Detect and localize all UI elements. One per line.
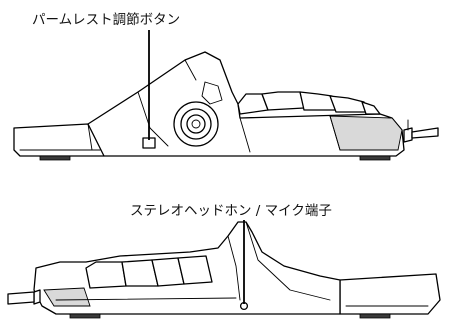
- headphone-mic-jack-label: ステレオヘッドホン / マイク端子: [130, 203, 332, 219]
- device-side-view-bottom: [7, 221, 441, 319]
- palm-rest-adjust-button-label: パームレスト調節ボタン: [32, 12, 181, 28]
